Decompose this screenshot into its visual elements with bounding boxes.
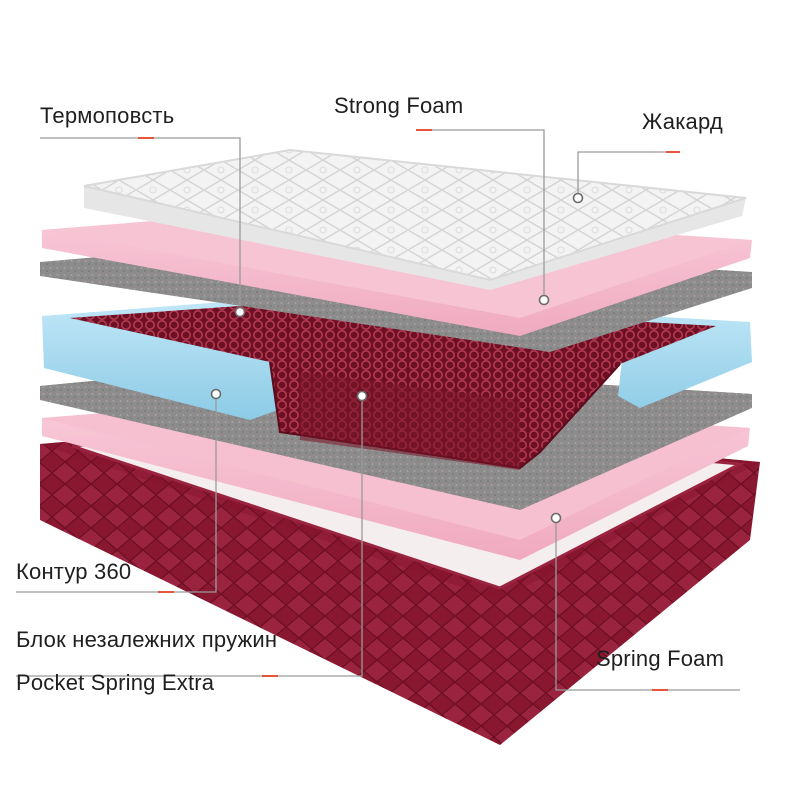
label-strong-foam: Strong Foam (334, 93, 464, 118)
accent-dashes (138, 129, 680, 691)
leader-termopovst (40, 137, 241, 312)
label-kontur: Контур 360 (16, 559, 132, 584)
leader-lines (16, 129, 740, 691)
leader-spring-foam (555, 518, 740, 691)
leader-pocket (16, 396, 363, 677)
label-termopovst: Термоповсть (40, 103, 175, 128)
leader-strong-foam (416, 129, 545, 300)
dot-kontur (210, 388, 222, 400)
leader-jakard (577, 151, 680, 198)
label-spring-foam: Spring Foam (596, 646, 725, 671)
label-pocket-spring: Pocket Spring Extra (16, 670, 215, 695)
dot-spring-foam (550, 512, 562, 524)
dot-termopovst (234, 306, 246, 318)
dot-pocket (356, 390, 368, 402)
dot-jakard (572, 192, 584, 204)
label-jakard: Жакард (642, 109, 723, 134)
marker-dots (210, 192, 584, 524)
dot-strong-foam (538, 294, 550, 306)
jacquard-top-layer (83, 148, 747, 290)
leader-kontur (16, 394, 217, 593)
label-blok: Блок незалежних пружин (16, 627, 278, 652)
